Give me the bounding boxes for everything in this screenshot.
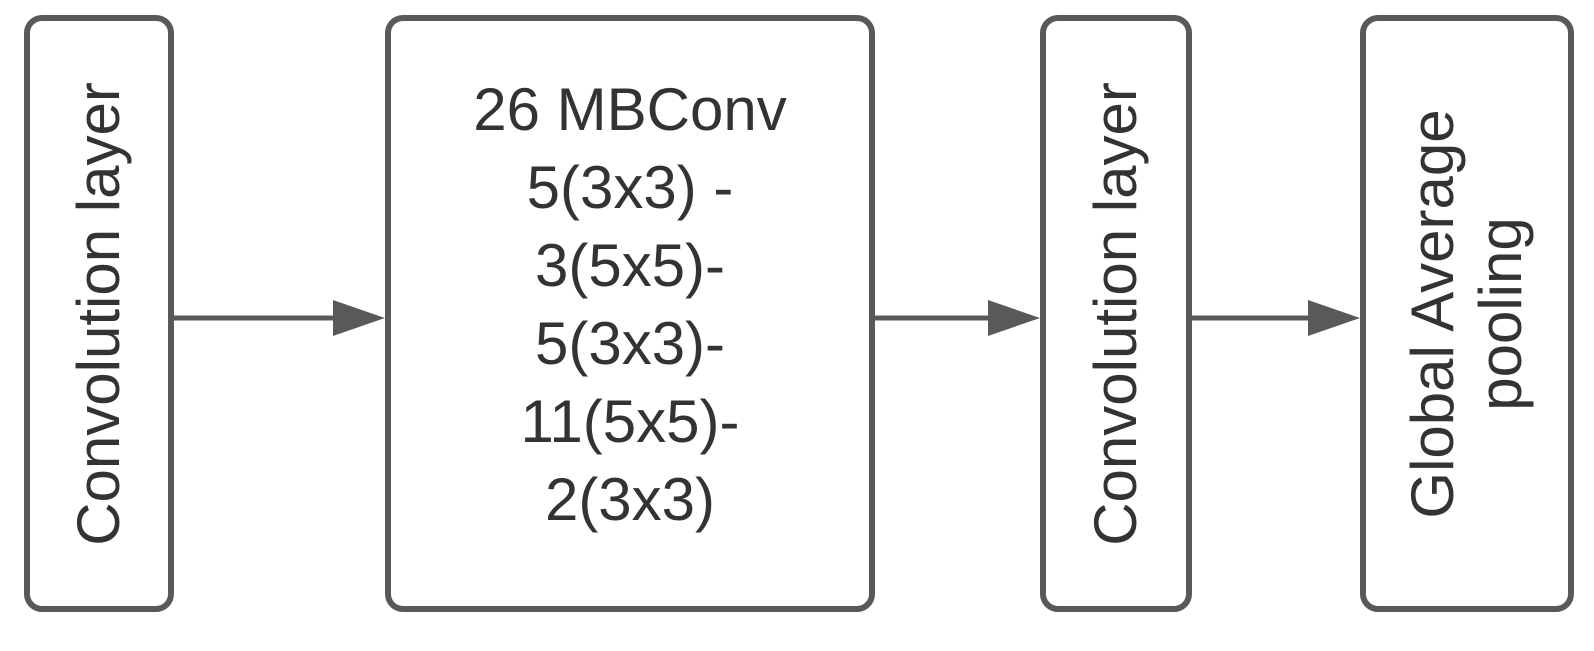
convolution-layer-label-2: Convolution layer — [1082, 81, 1149, 546]
arrow-conv1-to-mbconv — [174, 300, 385, 336]
mbconv-line: 3(5x5)- — [534, 232, 726, 299]
arrow-mbconv-to-conv2 — [875, 300, 1040, 336]
mbconv-line: 5(3x3) - — [526, 154, 734, 221]
global-average-pooling-line: Global Average — [1399, 108, 1466, 519]
convolution-layer-node-2: Convolution layer — [1040, 15, 1192, 612]
global-average-pooling-line: pooling — [1467, 216, 1534, 411]
mbconv-line: 11(5x5)- — [520, 388, 740, 455]
mbconv-line: 26 MBConv — [473, 76, 787, 143]
global-average-pooling-node: Global Average pooling — [1360, 15, 1574, 612]
arrow-conv2-to-gap — [1192, 300, 1360, 336]
arrow-head — [988, 300, 1040, 336]
arrow-head — [1308, 300, 1360, 336]
mbconv-node: 26 MBConv 5(3x3) - 3(5x5)- 5(3x3)- 11(5x… — [385, 15, 875, 612]
arrow-head — [333, 300, 385, 336]
convolution-layer-node-1: Convolution layer — [24, 15, 174, 612]
mbconv-label: 26 MBConv 5(3x3) - 3(5x5)- 5(3x3)- 11(5x… — [391, 71, 869, 539]
convolution-layer-label-1: Convolution layer — [65, 81, 132, 546]
mbconv-line: 2(3x3) — [544, 466, 716, 533]
global-average-pooling-label: Global Average pooling — [1399, 109, 1535, 518]
mbconv-line: 5(3x3)- — [534, 310, 726, 377]
